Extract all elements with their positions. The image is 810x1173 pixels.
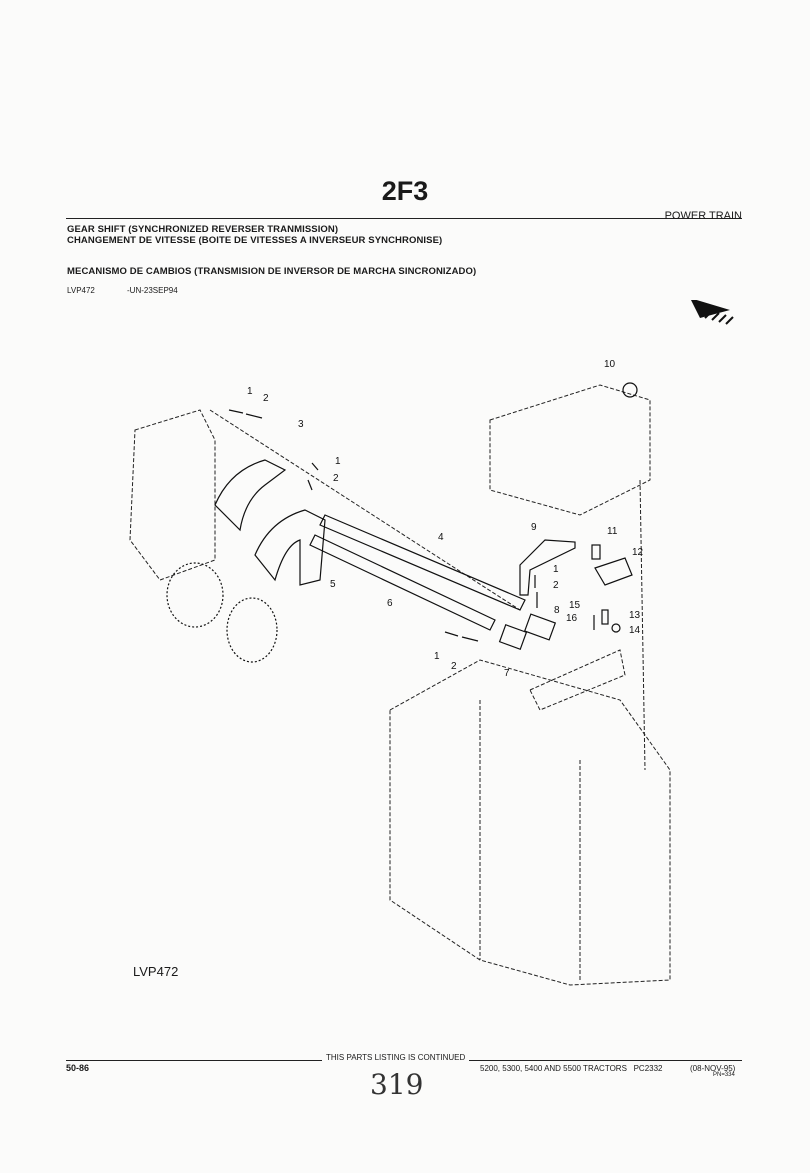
pin-1 bbox=[444, 631, 459, 637]
transmission-case bbox=[389, 659, 671, 986]
callout: 8 bbox=[554, 605, 560, 616]
callout: 3 bbox=[298, 419, 304, 430]
models: 5200, 5300, 5400 AND 5500 TRACTORS bbox=[480, 1064, 627, 1073]
exploded-parts-diagram: 1 2 3 1 2 4 5 6 9 1 2 8 11 12 15 16 13 1… bbox=[129, 300, 734, 986]
callout: 1 bbox=[247, 386, 253, 397]
callout: 2 bbox=[451, 661, 457, 672]
header-rule bbox=[66, 218, 742, 219]
section-name: POWER TRAIN bbox=[664, 210, 742, 222]
callout: 14 bbox=[629, 625, 641, 636]
ball-14 bbox=[611, 623, 621, 633]
callout: 15 bbox=[569, 600, 581, 611]
continued-note: THIS PARTS LISTING IS CONTINUED bbox=[322, 1053, 470, 1062]
pin-1 bbox=[311, 462, 319, 471]
shift-fork-3 bbox=[214, 459, 287, 532]
callout: 13 bbox=[629, 610, 641, 621]
callout: 2 bbox=[263, 393, 269, 404]
title-english: GEAR SHIFT (SYNCHRONIZED REVERSER TRANMI… bbox=[67, 224, 339, 235]
callout: 7 bbox=[504, 668, 510, 679]
revision-date: (08-NOV-95) bbox=[690, 1064, 736, 1073]
page-number: 50-86 bbox=[66, 1063, 90, 1073]
pin-2 bbox=[245, 413, 263, 419]
pin-2 bbox=[307, 479, 313, 491]
shift-rail-6 bbox=[309, 534, 496, 631]
callout: 1 bbox=[335, 456, 341, 467]
callout: 16 bbox=[566, 613, 578, 624]
shift-rail-4 bbox=[319, 514, 526, 611]
front-direction-arrow-icon bbox=[691, 300, 734, 325]
handwritten-page-number: 319 bbox=[370, 1068, 424, 1101]
pin-2 bbox=[461, 636, 479, 642]
bolt-11 bbox=[591, 544, 601, 560]
plug-10 bbox=[622, 382, 638, 398]
callout: 9 bbox=[531, 522, 537, 533]
callout: 1 bbox=[434, 651, 440, 662]
callout: 2 bbox=[333, 473, 339, 484]
callout: 2 bbox=[553, 580, 559, 591]
block-7 bbox=[498, 624, 528, 650]
title-french: CHANGEMENT DE VITESSE (BOITE DE VITESSES… bbox=[67, 235, 443, 246]
callout: 5 bbox=[330, 579, 336, 590]
callout: 4 bbox=[438, 532, 444, 543]
illustration-id: LVP472 bbox=[67, 286, 95, 295]
cover-plate bbox=[129, 409, 216, 581]
lever-9 bbox=[519, 539, 576, 596]
upper-housing bbox=[489, 384, 651, 516]
models-and-catalog: 5200, 5300, 5400 AND 5500 TRACTORS PC233… bbox=[480, 1064, 663, 1073]
block-8 bbox=[523, 613, 557, 641]
synchronizer-sleeve bbox=[166, 562, 224, 628]
synchronizer-sleeve bbox=[226, 597, 278, 663]
callout: 6 bbox=[387, 598, 393, 609]
pin-1 bbox=[228, 409, 244, 414]
callout: 12 bbox=[632, 547, 644, 558]
shift-fork-5 bbox=[254, 509, 326, 586]
callout-labels: 1 2 3 1 2 4 5 6 9 1 2 8 11 12 15 16 13 1… bbox=[247, 359, 644, 679]
pn-number: PN=334 bbox=[713, 1072, 735, 1078]
page-code: 2F3 bbox=[381, 176, 429, 206]
callout: 10 bbox=[604, 359, 616, 370]
catalog-number: PC2332 bbox=[633, 1064, 663, 1073]
illustration-date: -UN-23SEP94 bbox=[127, 286, 178, 295]
title-spanish: MECANISMO DE CAMBIOS (TRANSMISION DE INV… bbox=[67, 266, 477, 277]
callout: 1 bbox=[553, 564, 559, 575]
pin-13 bbox=[601, 609, 609, 625]
illustration-label: LVP472 bbox=[133, 964, 179, 979]
callout: 11 bbox=[607, 526, 618, 537]
plate-12 bbox=[594, 557, 633, 586]
